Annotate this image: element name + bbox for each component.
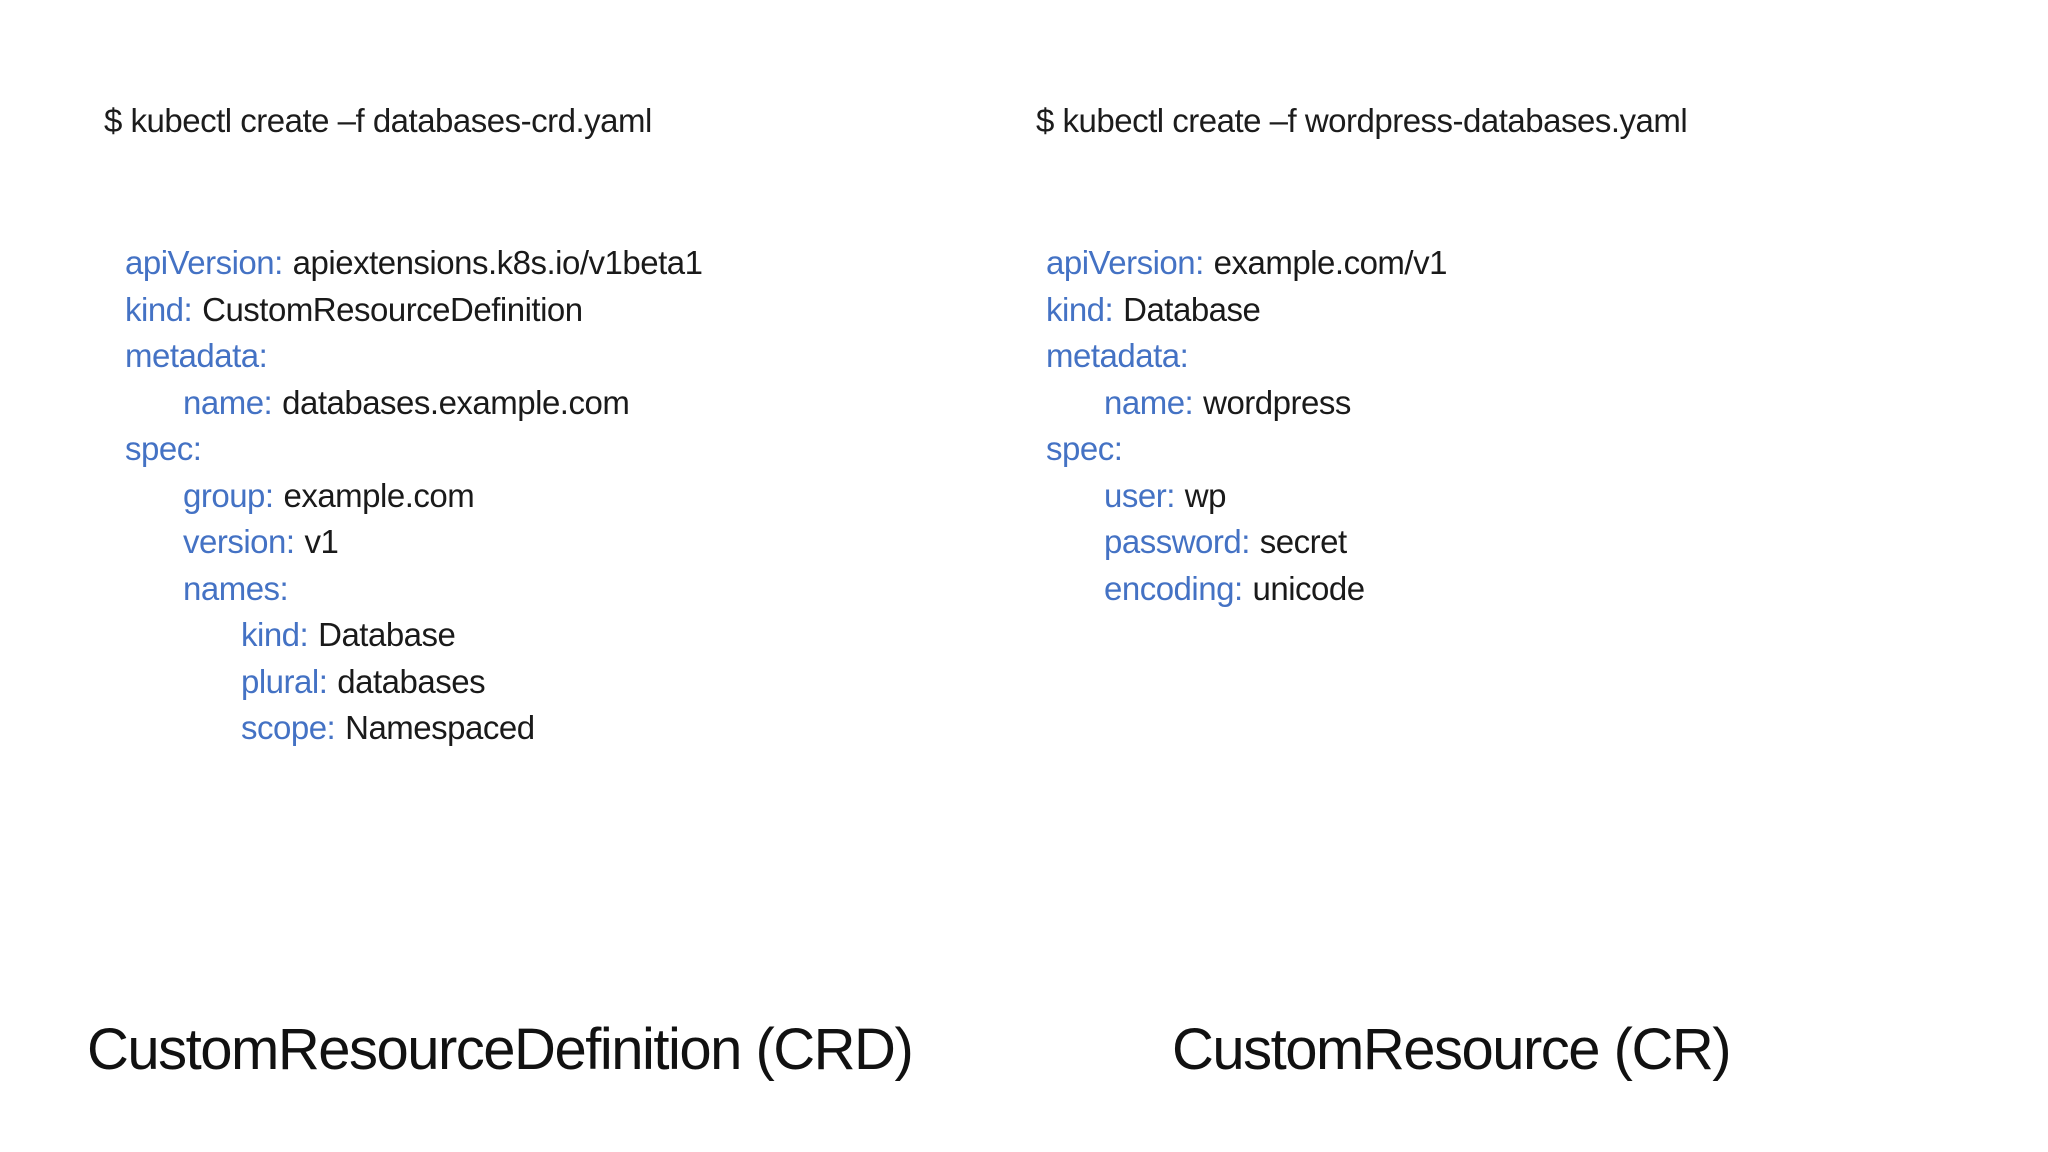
yaml-value: apiextensions.k8s.io/v1beta1 <box>292 244 703 281</box>
yaml-key: spec: <box>1046 430 1123 467</box>
yaml-key: metadata: <box>125 337 268 374</box>
yaml-key: kind: <box>1046 290 1114 328</box>
yaml-line: spec: <box>1046 426 1447 473</box>
yaml-line: name:wordpress <box>1046 380 1447 427</box>
yaml-key: metadata: <box>1046 337 1189 374</box>
yaml-value: secret <box>1259 523 1347 560</box>
yaml-key: apiVersion: <box>1046 244 1204 281</box>
yaml-line: kind:Database <box>1046 287 1447 334</box>
yaml-key: name: <box>1104 383 1194 421</box>
yaml-value: example.com <box>283 476 475 514</box>
yaml-line: user:wp <box>1046 473 1447 520</box>
yaml-key: version: <box>183 523 295 560</box>
yaml-line: apiVersion:example.com/v1 <box>1046 240 1447 287</box>
yaml-value: example.com/v1 <box>1213 244 1448 281</box>
crd-caption: CustomResourceDefinition (CRD) <box>87 1017 914 1082</box>
yaml-value: wp <box>1184 476 1227 514</box>
yaml-key: kind: <box>125 290 193 328</box>
yaml-key: spec: <box>125 430 202 467</box>
yaml-line: version:v1 <box>125 519 702 566</box>
yaml-key: names: <box>183 569 289 607</box>
yaml-line: group:example.com <box>125 473 702 520</box>
yaml-line: name:databases.example.com <box>125 380 702 427</box>
yaml-line: names: <box>125 566 702 613</box>
yaml-key: user: <box>1104 476 1175 514</box>
yaml-key: scope: <box>241 709 336 746</box>
yaml-line: encoding:unicode <box>1046 566 1447 613</box>
yaml-value: CustomResourceDefinition <box>202 290 583 328</box>
cr-caption: CustomResource (CR) <box>1172 1017 1732 1082</box>
yaml-value: databases <box>337 662 486 700</box>
yaml-line: metadata: <box>125 333 702 380</box>
yaml-line: metadata: <box>1046 333 1447 380</box>
yaml-value: wordpress <box>1203 383 1351 421</box>
yaml-value: v1 <box>304 523 339 560</box>
kubectl-command-crd: $ kubectl create –f databases-crd.yaml <box>104 102 652 139</box>
yaml-line: kind:Database <box>125 612 702 659</box>
yaml-key: kind: <box>241 616 309 653</box>
yaml-key: encoding: <box>1104 569 1243 607</box>
yaml-line: spec: <box>125 426 702 473</box>
yaml-key: plural: <box>241 662 328 700</box>
yaml-key: name: <box>183 383 273 421</box>
yaml-line: scope:Namespaced <box>125 705 702 752</box>
yaml-line: apiVersion:apiextensions.k8s.io/v1beta1 <box>125 240 703 287</box>
yaml-key: password: <box>1104 523 1250 560</box>
yaml-value: Database <box>1123 290 1261 328</box>
yaml-line: plural:databases <box>125 659 702 706</box>
yaml-key: apiVersion: <box>125 244 283 281</box>
yaml-value: databases.example.com <box>282 383 630 421</box>
yaml-value: unicode <box>1252 569 1366 607</box>
yaml-line: kind:CustomResourceDefinition <box>125 287 702 334</box>
yaml-value: Namespaced <box>345 709 535 746</box>
yaml-value: Database <box>318 616 456 653</box>
yaml-key: group: <box>183 476 274 514</box>
kubectl-command-cr: $ kubectl create –f wordpress-databases.… <box>1036 102 1688 139</box>
yaml-line: password:secret <box>1046 519 1447 566</box>
